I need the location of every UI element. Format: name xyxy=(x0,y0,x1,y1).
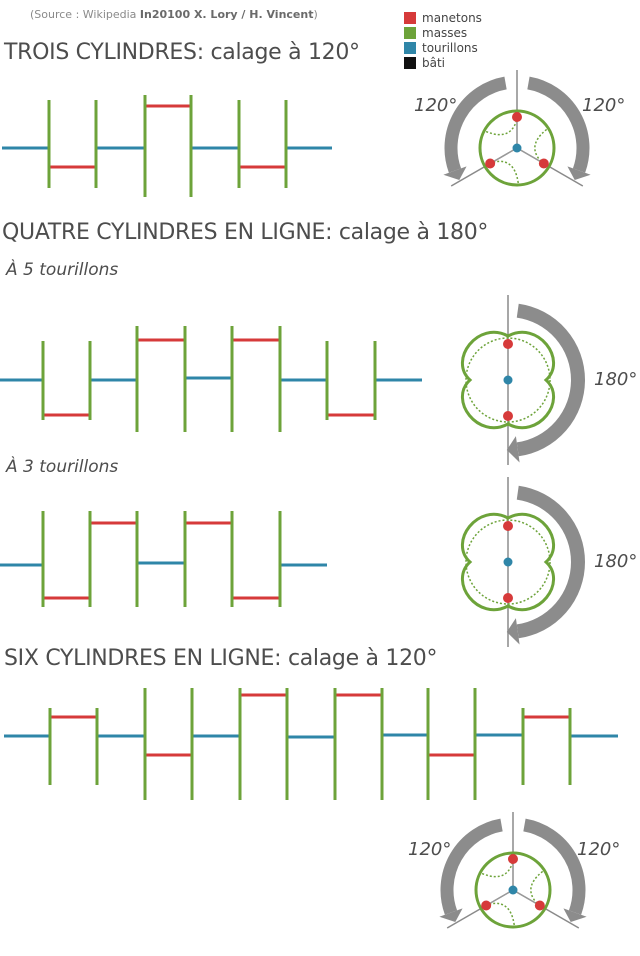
source-authors: In20100 X. Lory / H. Vincent xyxy=(139,8,314,21)
rotation-arrow-180 xyxy=(506,303,585,463)
legend-swatch xyxy=(404,26,416,39)
arrow-arc xyxy=(516,303,585,457)
angle-label-four-5: 180° xyxy=(594,369,638,390)
subtitle-5-tourillons: À 5 tourillons xyxy=(6,260,119,280)
rotation-arrow-right xyxy=(527,76,591,180)
title-calage: calage à 120° xyxy=(287,646,438,671)
source-prefix: (Source : Wikipedia xyxy=(30,8,140,21)
title-text: QUATRE CYLINDRES EN LIGNE: xyxy=(2,220,339,245)
title-three-cylinders: TROIS CYLINDRES: calage à 120° xyxy=(4,40,360,65)
title-calage: calage à 180° xyxy=(338,220,489,245)
arrow-head xyxy=(443,166,467,180)
rotor-three-cylinders xyxy=(450,70,584,187)
legend-item-tourillons: tourillons xyxy=(404,40,482,55)
arrow-arc xyxy=(444,76,507,173)
legend: manetons masses tourillons bâti xyxy=(404,10,482,70)
arrow-arc xyxy=(527,76,590,173)
crank-arm xyxy=(516,147,545,165)
title-calage: calage à 120° xyxy=(210,40,361,65)
title-four-cylinders: QUATRE CYLINDRES EN LIGNE: calage à 180° xyxy=(2,220,488,245)
masse-circle xyxy=(478,109,556,187)
tourillon-dot xyxy=(503,375,513,385)
maneton-dot xyxy=(538,158,549,169)
legend-item-masses: masses xyxy=(404,25,482,40)
subtitle-3-tourillons: À 3 tourillons xyxy=(6,457,119,477)
maneton-dot xyxy=(503,593,513,603)
legend-label: tourillons xyxy=(422,40,478,55)
legend-label: bâti xyxy=(422,55,446,70)
crankshaft-six-cylinders xyxy=(4,688,618,800)
maneton-dot xyxy=(534,900,545,911)
maneton-dot xyxy=(503,339,513,349)
tourillon-dot xyxy=(508,885,518,895)
rotation-arrow-left xyxy=(439,818,503,922)
legend-swatch xyxy=(404,11,416,24)
crank-arm xyxy=(512,889,541,907)
rotor-four-cylinders-3 xyxy=(461,477,555,647)
rotation-arrow-right xyxy=(523,818,587,922)
masse-outline xyxy=(461,512,555,612)
angle-label-three-right: 120° xyxy=(582,95,626,116)
crankshaft-four-cylinders-3-journals xyxy=(0,511,327,607)
crankshaft-four-cylinders-5-journals xyxy=(0,326,422,432)
arrow-head xyxy=(439,908,463,922)
title-text: SIX CYLINDRES EN LIGNE: xyxy=(4,646,288,671)
masse-outline xyxy=(461,330,555,430)
crank-arm xyxy=(489,147,518,165)
title-six-cylinders: SIX CYLINDRES EN LIGNE: calage à 120° xyxy=(4,646,437,671)
arrow-head xyxy=(506,618,520,645)
maneton-dot xyxy=(512,112,522,122)
crankshaft-three-cylinders xyxy=(2,95,332,197)
source-suffix: ) xyxy=(313,8,318,21)
masse-dotted xyxy=(465,337,551,423)
legend-label: manetons xyxy=(422,10,482,25)
masse-dotted xyxy=(465,519,551,605)
title-text: TROIS CYLINDRES: xyxy=(4,40,211,65)
legend-item-manetons: manetons xyxy=(404,10,482,25)
legend-swatch xyxy=(404,41,416,54)
tourillon-dot xyxy=(512,143,522,153)
legend-label: masses xyxy=(422,25,468,40)
arrow-arc xyxy=(523,818,586,915)
maneton-dot xyxy=(503,521,513,531)
crank-arm xyxy=(485,889,514,907)
angle-label-six-left: 120° xyxy=(408,839,452,860)
arrow-arc xyxy=(440,818,503,915)
maneton-dot xyxy=(485,158,496,169)
angle-label-three-left: 120° xyxy=(414,95,458,116)
rotation-arrow-left xyxy=(443,76,507,180)
source-credit: (Source : Wikipedia In20100 X. Lory / H.… xyxy=(30,8,318,21)
angle-label-four-3: 180° xyxy=(594,551,638,572)
arrow-head xyxy=(567,166,591,180)
maneton-dot xyxy=(481,900,492,911)
masse-circle xyxy=(474,851,552,929)
legend-swatch xyxy=(404,56,416,69)
maneton-dot xyxy=(508,854,518,864)
legend-item-bati: bâti xyxy=(404,55,482,70)
angle-label-six-right: 120° xyxy=(577,839,621,860)
arrow-head xyxy=(563,908,587,922)
maneton-dot xyxy=(503,411,513,421)
rotor-four-cylinders-5 xyxy=(461,295,555,465)
rotor-six-cylinders xyxy=(446,812,580,929)
tourillon-dot xyxy=(503,557,513,567)
rotation-arrow-180 xyxy=(506,485,585,645)
arrow-head xyxy=(506,436,520,463)
arrow-arc xyxy=(516,485,585,639)
